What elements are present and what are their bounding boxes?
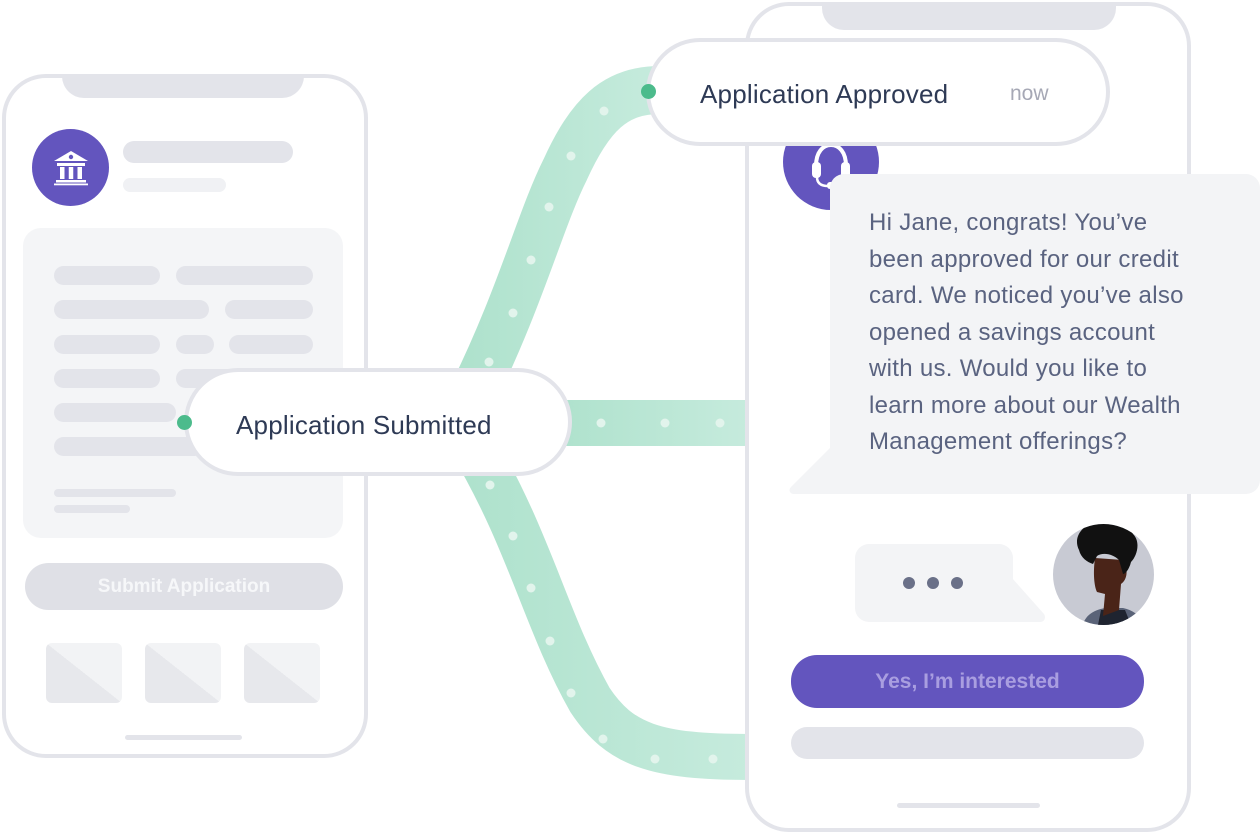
form-field[interactable]: [225, 300, 313, 319]
image-placeholder: [244, 643, 320, 703]
user-avatar: [1053, 524, 1154, 625]
agent-message: Hi Jane, congrats! You’ve been approved …: [869, 205, 1249, 461]
form-field[interactable]: [54, 403, 176, 422]
typing-dot: [903, 577, 915, 589]
agent-chat-bubble-tail: [789, 440, 838, 494]
typing-bubble-tail: [1010, 578, 1045, 622]
bank-icon: [53, 150, 88, 185]
approved-timestamp: now: [1010, 82, 1049, 105]
approved-status-label: Application Approved: [700, 79, 949, 109]
typing-dot: [927, 577, 939, 589]
application-submitted-pill: Application Submitted: [184, 368, 572, 476]
message-line: Management offerings?: [869, 428, 1128, 455]
yes-interested-button[interactable]: Yes, I’m interested: [791, 655, 1144, 708]
form-footnote-placeholder: [54, 505, 130, 513]
form-field[interactable]: [176, 266, 313, 285]
form-field[interactable]: [176, 335, 214, 354]
message-line: learn more about our Wealth: [869, 391, 1181, 419]
image-placeholder: [46, 643, 122, 703]
message-line: with us. Would you like to: [869, 355, 1148, 382]
form-field[interactable]: [54, 335, 160, 354]
secondary-button-placeholder[interactable]: [791, 727, 1144, 759]
message-line: card. We noticed you’ve also: [869, 282, 1184, 309]
message-line: been approved for our credit: [869, 245, 1179, 273]
typing-dot: [951, 577, 963, 589]
image-placeholder: [145, 643, 221, 703]
header-subtitle-placeholder: [123, 178, 226, 192]
form-footnote-placeholder: [54, 489, 176, 497]
form-field[interactable]: [54, 369, 160, 388]
form-field[interactable]: [54, 266, 160, 285]
bank-avatar: [32, 129, 109, 206]
application-approved-pill: Application Approved now: [646, 38, 1110, 146]
right-phone-notch: [822, 2, 1116, 30]
form-field[interactable]: [54, 437, 204, 456]
user-portrait-icon: [1077, 524, 1145, 625]
message-line: opened a savings account: [869, 318, 1156, 346]
form-field[interactable]: [229, 335, 313, 354]
submitted-status-label: Application Submitted: [236, 410, 492, 440]
form-field[interactable]: [54, 300, 209, 319]
left-phone-home-indicator: [125, 735, 242, 740]
message-line: Hi Jane, congrats! You’ve: [869, 209, 1148, 236]
submitted-status-dot: [177, 415, 192, 430]
left-phone-notch: [62, 74, 304, 98]
agent-chat-bubble: [830, 174, 1260, 494]
header-title-placeholder: [123, 141, 293, 163]
right-phone-home-indicator: [897, 803, 1040, 808]
submit-application-button[interactable]: Submit Application: [25, 563, 343, 610]
approved-status-dot: [641, 84, 656, 99]
